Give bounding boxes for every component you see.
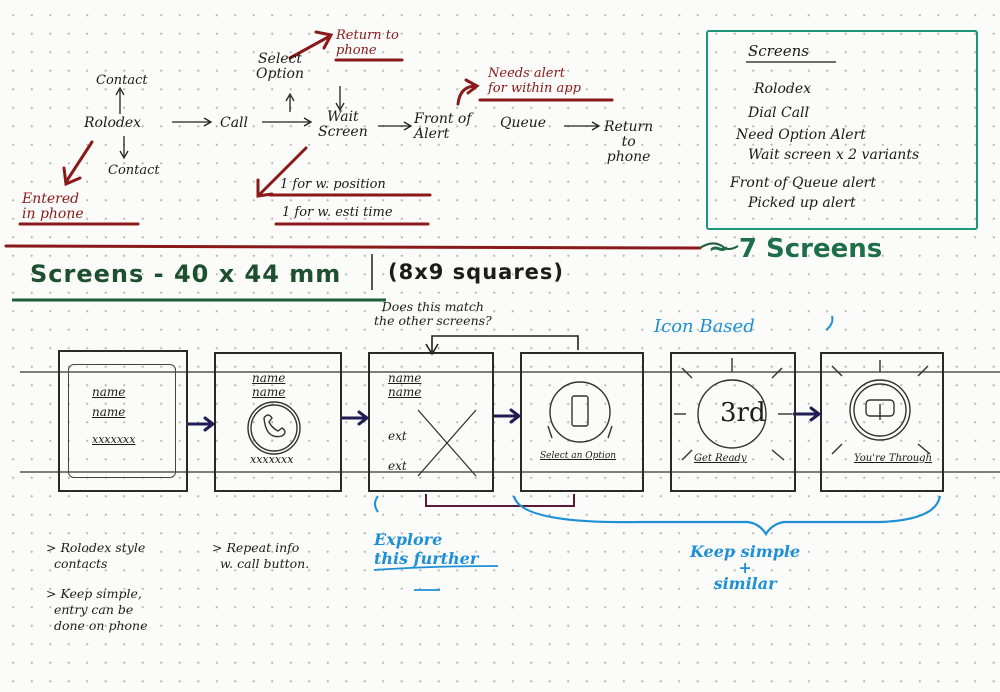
- legend-title: Screens: [748, 42, 809, 60]
- note-rolodex-style: > Rolodex style contacts: [46, 540, 146, 571]
- contact-name: name: [252, 385, 286, 399]
- note-repeat-info: > Repeat info w. call button.: [212, 540, 310, 571]
- option-name: name: [388, 371, 422, 385]
- does-this-match-note: Does this match the other screens?: [374, 299, 492, 328]
- legend-item: Front of Queue alert: [730, 175, 876, 191]
- contact-name: name: [252, 371, 286, 385]
- legend-item: Rolodex: [754, 81, 812, 97]
- screen-front-of-queue: 3rd Get Ready: [670, 352, 796, 492]
- screen-caption: Select an Option: [540, 451, 617, 461]
- option-ext: ext: [388, 459, 407, 473]
- contact-name: name: [92, 405, 126, 419]
- screen-caption: Get Ready: [694, 453, 747, 464]
- keep-simple-similar-note: Keep simple + similar: [690, 542, 801, 593]
- note-keep-simple: > Keep simple, entry can be done on phon…: [46, 586, 148, 633]
- flow-contact-up: Contact: [96, 73, 148, 88]
- flow-contact-down: Contact: [108, 163, 160, 178]
- icon-based-label: Icon Based: [654, 316, 755, 337]
- screen-dial-call: name name xxxxxxx: [214, 352, 342, 492]
- flow-front-of-queue: Front of Alert: [414, 111, 472, 142]
- flow-rolodex: Rolodex: [84, 115, 142, 131]
- contact-number: xxxxxxx: [250, 453, 294, 466]
- screens-legend: Screens Rolodex Dial Call Need Option Al…: [706, 30, 978, 230]
- contact-number: xxxxxxx: [92, 433, 136, 446]
- screen-rolodex: name name xxxxxxx: [58, 350, 188, 492]
- screens-size-heading: Screens - 40 x 44 mm: [30, 260, 342, 288]
- contact-name: name: [92, 385, 126, 399]
- screen-picked-up: You're Through: [820, 352, 944, 492]
- flow-w-esti-time: 1 for w. esti time: [282, 205, 393, 220]
- legend-item: Picked up alert: [748, 195, 856, 211]
- screen-option-alert: Select an Option: [520, 352, 644, 492]
- explore-further-note: Explore this further: [374, 530, 479, 568]
- seven-screens-label: ~ 7 Screens: [708, 234, 883, 264]
- option-name: name: [388, 385, 422, 399]
- option-ext: ext: [388, 429, 407, 443]
- flow-return-to-phone-top: Return to phone: [336, 28, 399, 58]
- screen-frame: [68, 364, 176, 478]
- screens-size-subtitle: (8x9 squares): [388, 260, 565, 284]
- screen-caption: You're Through: [854, 453, 933, 464]
- flow-entered-in-phone: Entered in phone: [22, 191, 84, 222]
- flow-needs-alert: Needs alert for within app: [488, 66, 581, 96]
- legend-item: Wait screen x 2 variants: [748, 147, 920, 163]
- legend-item: Dial Call: [748, 105, 809, 121]
- flow-return-to-phone: Return to phone: [604, 119, 654, 165]
- screen-select-option: name name ext ext: [368, 352, 494, 492]
- flow-select-option: Select Option: [256, 51, 304, 82]
- flow-queue-word: Queue: [500, 115, 547, 131]
- legend-item: Need Option Alert: [736, 127, 866, 143]
- flow-wait-screen: Wait Screen: [318, 109, 368, 140]
- queue-position-number: 3rd: [720, 398, 766, 428]
- flow-call: Call: [220, 115, 249, 131]
- flow-w-position: 1 for w. position: [280, 177, 386, 192]
